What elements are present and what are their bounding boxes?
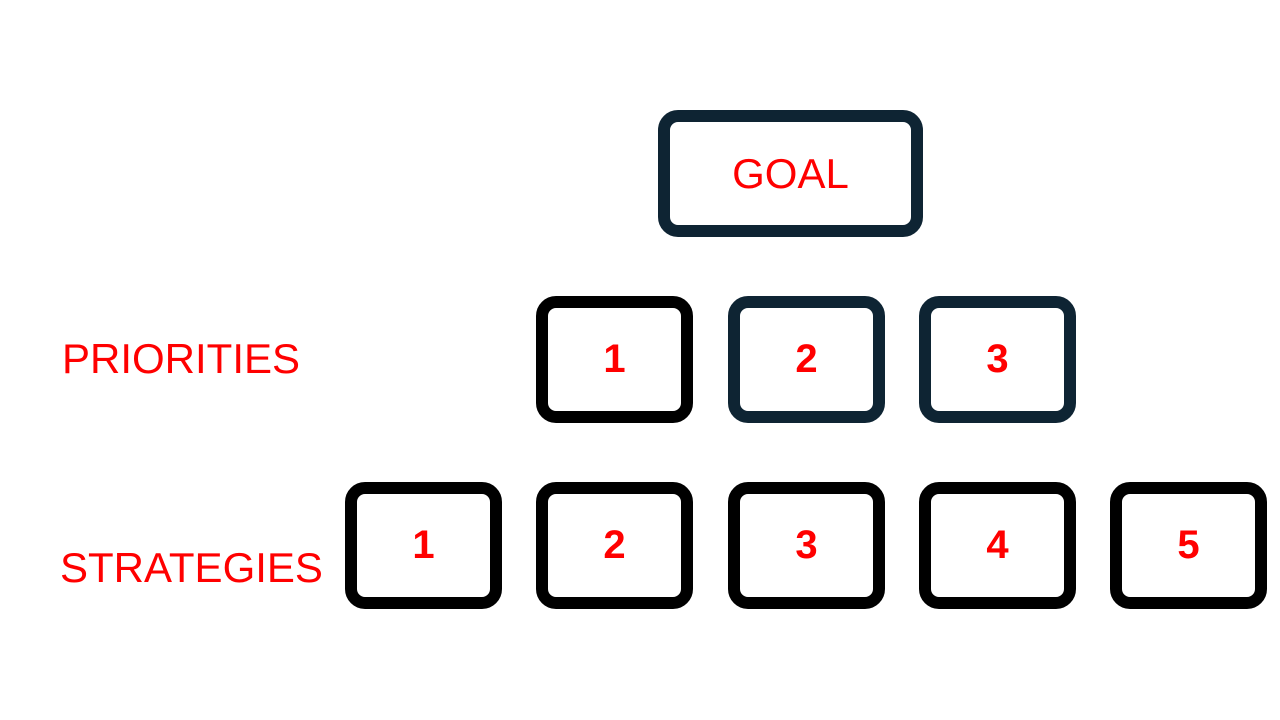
priority-number: 1 — [603, 337, 626, 381]
strategy-number: 4 — [986, 523, 1009, 567]
priority-number: 3 — [986, 337, 1009, 381]
strategy-box-1: 1 — [345, 482, 502, 609]
strategy-box-3: 3 — [728, 482, 885, 609]
strategy-number: 1 — [412, 523, 435, 567]
priority-box-3: 3 — [919, 296, 1076, 423]
strategy-box-4: 4 — [919, 482, 1076, 609]
strategies-row-label: STRATEGIES — [60, 544, 323, 591]
priorities-row-label: PRIORITIES — [62, 335, 301, 382]
goal-label: GOAL — [732, 149, 849, 197]
strategy-box-2: 2 — [536, 482, 693, 609]
priority-number: 2 — [795, 337, 818, 381]
goal-box: GOAL — [658, 110, 923, 237]
strategy-box-5: 5 — [1110, 482, 1267, 609]
strategy-number: 5 — [1177, 523, 1200, 567]
strategy-number: 2 — [603, 523, 626, 567]
strategy-number: 3 — [795, 523, 818, 567]
priority-box-2: 2 — [728, 296, 885, 423]
priority-box-1: 1 — [536, 296, 693, 423]
